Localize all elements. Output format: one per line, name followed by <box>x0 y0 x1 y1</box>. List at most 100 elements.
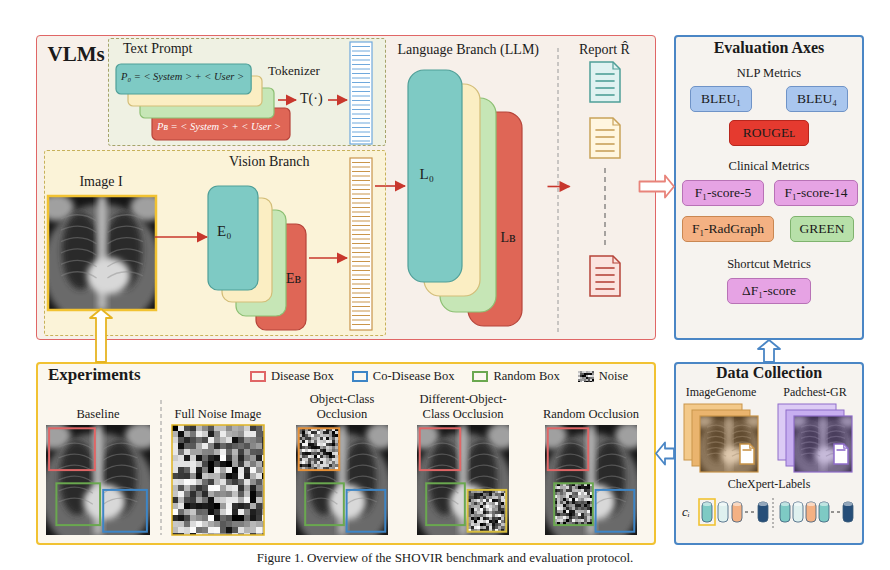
rect-shape <box>244 509 250 515</box>
rect-shape <box>323 452 326 455</box>
rect-shape <box>486 523 489 526</box>
rect-shape <box>332 443 335 446</box>
node-label: Vision Branch <box>229 154 309 170</box>
rect-shape <box>317 449 320 452</box>
rect-shape <box>483 514 486 517</box>
rect-shape <box>196 467 202 473</box>
rect-shape <box>226 443 232 449</box>
rect-shape <box>190 491 196 497</box>
rect-shape <box>232 467 238 473</box>
rect-shape <box>196 521 202 527</box>
rect-shape <box>190 479 196 485</box>
rect-shape <box>220 503 226 509</box>
rect-shape <box>220 449 226 455</box>
rect-shape <box>244 467 250 473</box>
label-cylinder <box>719 502 728 506</box>
rect-shape <box>323 449 326 452</box>
label-cylinder <box>844 502 853 506</box>
label-holder: Different-Object-Class Occlusion <box>408 392 518 421</box>
report-region: Report R̂ <box>570 40 640 334</box>
line-shape <box>352 78 370 79</box>
line-shape <box>352 252 370 253</box>
rect-shape <box>350 42 372 144</box>
rect-shape <box>178 521 184 527</box>
label-cylinder <box>843 502 853 522</box>
rect-shape <box>492 496 495 499</box>
label-holder: cᵢ <box>682 505 690 520</box>
rect-shape <box>323 434 326 437</box>
rect-shape <box>498 502 501 505</box>
rect-shape <box>578 381 580 382</box>
path-shape <box>58 498 92 504</box>
rect-shape <box>308 443 311 446</box>
rect-shape <box>226 479 232 485</box>
rect-shape <box>332 464 335 467</box>
label-holder: Padchest-GR <box>783 386 846 400</box>
path-shape <box>613 256 620 263</box>
rect-shape <box>501 514 504 517</box>
rect-shape <box>592 381 594 382</box>
path-shape <box>103 476 137 482</box>
rect-shape <box>557 510 560 513</box>
rect-shape <box>587 507 590 510</box>
path-shape <box>468 443 498 449</box>
rect-shape <box>196 497 202 503</box>
line-shape <box>352 73 370 74</box>
node-label: ROUGEʟ <box>743 125 795 141</box>
rect-shape <box>557 501 560 504</box>
rect-shape <box>486 511 489 514</box>
rect-shape <box>563 510 566 513</box>
llm-card: L₀ <box>408 70 462 282</box>
rect-shape <box>172 497 178 503</box>
rect-shape <box>178 479 184 485</box>
line-shape <box>352 55 370 56</box>
rect-shape <box>569 495 572 498</box>
label-cylinder <box>806 502 816 522</box>
rect-shape <box>584 504 587 507</box>
rect-shape <box>486 493 489 496</box>
rect-shape <box>190 431 196 437</box>
rect-shape <box>220 509 226 515</box>
rect-shape <box>326 434 329 437</box>
rect-shape <box>244 437 250 443</box>
rect-shape <box>483 496 486 499</box>
path-shape <box>613 62 620 69</box>
rect-shape <box>190 503 196 509</box>
rect-shape <box>572 489 575 492</box>
rect-shape <box>220 485 226 491</box>
path-shape <box>103 454 137 460</box>
path-shape <box>347 465 377 471</box>
legend-swatch <box>472 371 488 382</box>
region-box-outline <box>420 428 460 470</box>
line-shape <box>352 248 370 249</box>
encoder-card-shape <box>208 186 258 290</box>
metric-box: F₁-RadGraph <box>682 216 774 242</box>
rect-shape <box>498 505 501 508</box>
rect-shape <box>220 425 226 431</box>
rect-shape <box>332 446 335 449</box>
llm-region: L₀LʙLanguage Branch (LLM) <box>392 38 548 336</box>
rect-shape <box>311 434 314 437</box>
rect-shape <box>471 514 474 517</box>
rect-shape <box>588 379 590 381</box>
rect-shape <box>584 371 586 373</box>
rect-shape <box>311 440 314 443</box>
rect-shape <box>581 513 584 516</box>
rect-shape <box>501 508 504 511</box>
rect-shape <box>501 505 504 508</box>
rect-shape <box>226 521 232 527</box>
rect-shape <box>486 514 489 517</box>
rect-shape <box>489 517 492 520</box>
rect-shape <box>226 509 232 515</box>
rect-shape <box>311 446 314 449</box>
rect-shape <box>572 492 575 495</box>
rect-shape <box>575 507 578 510</box>
rect-shape <box>238 431 244 437</box>
rect-shape <box>220 521 226 527</box>
rect-shape <box>302 434 305 437</box>
rect-shape <box>495 496 498 499</box>
line-shape <box>352 315 370 316</box>
rect-shape <box>323 437 326 440</box>
rect-shape <box>323 431 326 434</box>
rect-shape <box>184 473 190 479</box>
